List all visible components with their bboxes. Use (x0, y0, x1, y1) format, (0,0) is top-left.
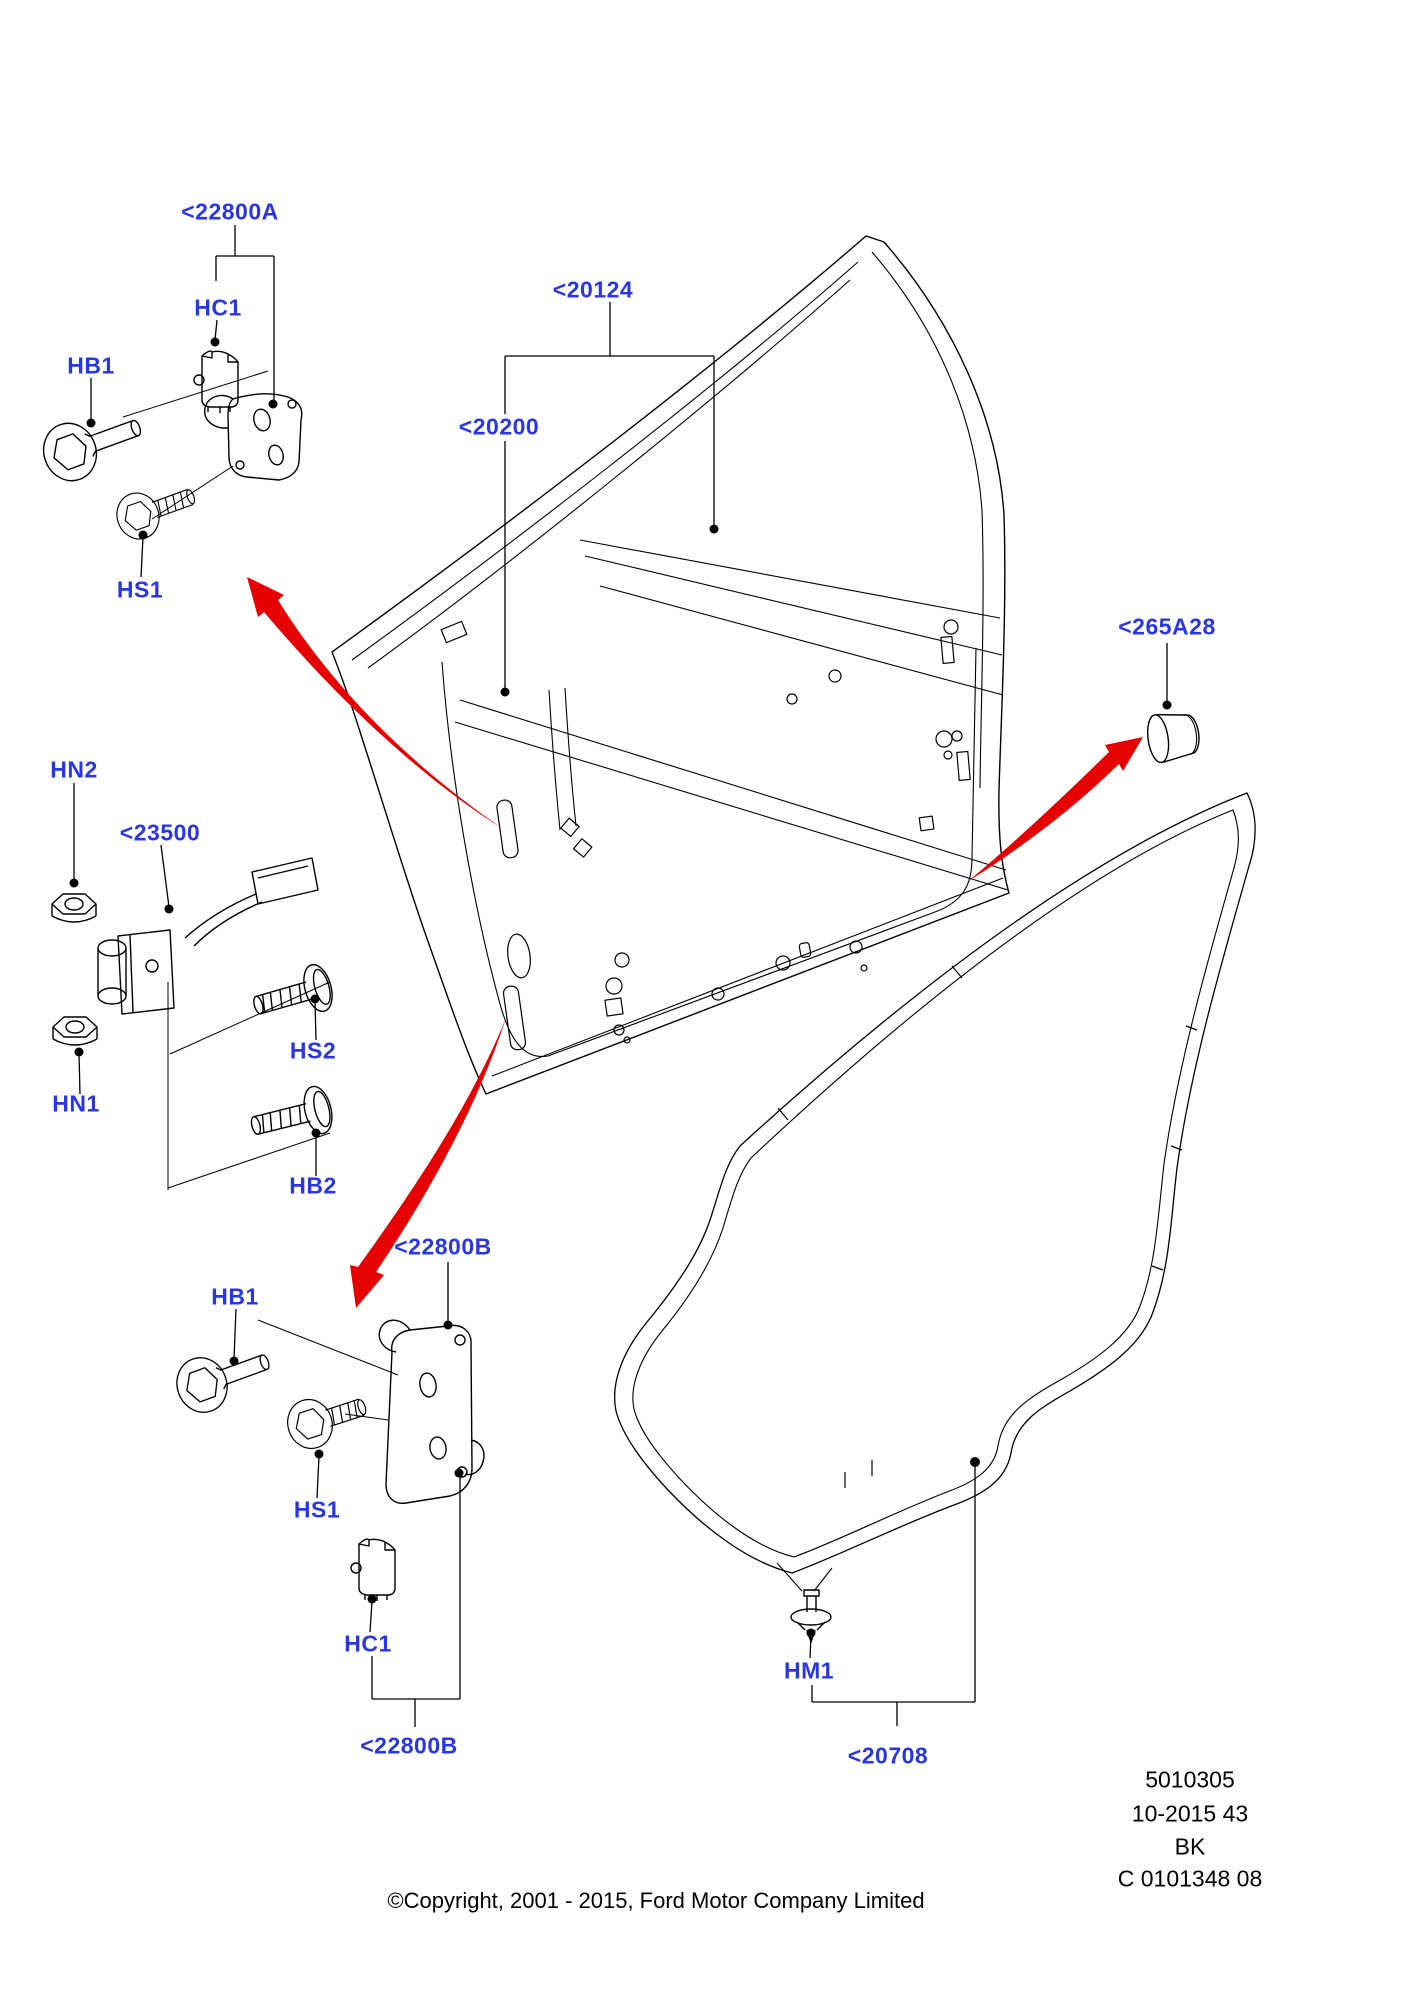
part-label-hc1-upper[interactable]: HC1 (194, 294, 242, 321)
doc-market-code: BK (1174, 1833, 1206, 1860)
part-label-hb1-upper[interactable]: HB1 (67, 352, 115, 379)
screw-hb2-illustration (250, 1085, 333, 1135)
door-panel-illustration (331, 235, 1010, 1095)
part-label-265a28[interactable]: <265A28 (1118, 613, 1216, 640)
part-label-22800b-lower[interactable]: <22800B (360, 1732, 458, 1759)
part-label-23500[interactable]: <23500 (119, 819, 201, 846)
check-strap-illustration (97, 857, 319, 1015)
part-label-hb1-lower[interactable]: HB1 (211, 1283, 259, 1310)
part-label-hs1-lower[interactable]: HS1 (293, 1496, 341, 1523)
grommet-265a28-illustration (1146, 713, 1200, 764)
part-label-22800a[interactable]: <22800A (181, 198, 279, 225)
callout-dots (69, 337, 1172, 1638)
part-label-20200[interactable]: <20200 (458, 413, 540, 440)
part-label-hm1[interactable]: HM1 (783, 1657, 835, 1684)
red-arrow-to-upper-hinge (247, 577, 503, 829)
nut-hn1-illustration (52, 1016, 98, 1046)
clip-hc1-lower-illustration (350, 1538, 396, 1601)
nut-hn2-illustration (51, 893, 97, 923)
leader-lines (73, 225, 1168, 1727)
part-label-22800b-upper[interactable]: <22800B (394, 1233, 492, 1260)
bolt-hb1-lower-illustration (176, 1354, 270, 1413)
lower-hinge-illustration (378, 1319, 485, 1504)
red-arrow-to-grommet (967, 737, 1143, 882)
part-label-20124[interactable]: <20124 (552, 276, 634, 303)
part-label-hc1-lower[interactable]: HC1 (344, 1630, 392, 1657)
doc-date-code: 10-2015 43 (1131, 1800, 1249, 1827)
door-seal-illustration (613, 792, 1256, 1592)
part-label-hb2[interactable]: HB2 (289, 1172, 337, 1199)
doc-figure-code: C 0101348 08 (1117, 1865, 1263, 1892)
upper-hinge-illustration (203, 393, 303, 481)
part-label-hn1[interactable]: HN1 (52, 1090, 100, 1117)
part-label-20708[interactable]: <20708 (847, 1742, 929, 1769)
bolt-hb1-upper-illustration (42, 419, 142, 482)
part-label-hs1-upper[interactable]: HS1 (116, 576, 164, 603)
part-label-hn2[interactable]: HN2 (50, 756, 98, 783)
bolt-hs1-lower-illustration (287, 1398, 367, 1450)
screw-hs2-illustration (253, 963, 333, 1015)
copyright-notice: ©Copyright, 2001 - 2015, Ford Motor Comp… (387, 1888, 925, 1913)
part-label-hs2[interactable]: HS2 (289, 1037, 337, 1064)
red-arrow-to-lower-hinge (350, 1018, 506, 1308)
clip-hc1-upper-illustration (193, 350, 239, 413)
doc-number: 5010305 (1145, 1766, 1235, 1793)
bolt-hs1-upper-illustration (116, 488, 196, 540)
